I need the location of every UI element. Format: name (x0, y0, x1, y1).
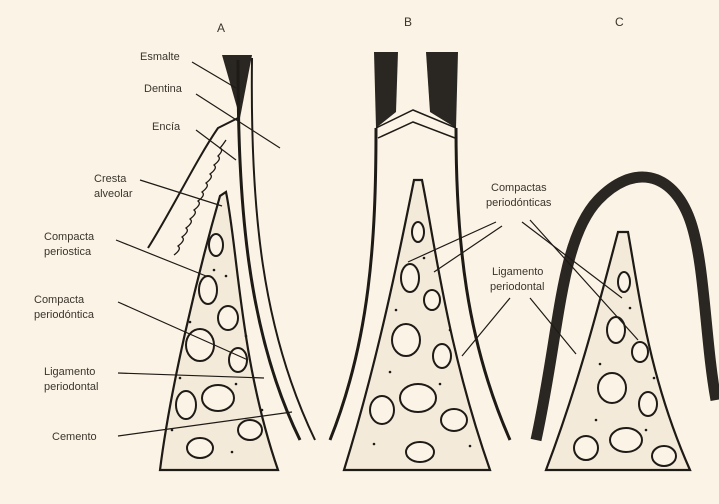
marrow-space (400, 384, 436, 412)
stipple-dot (189, 321, 192, 324)
panel-b-enamel-right (426, 52, 458, 128)
leader-compacta-periostica (116, 240, 206, 276)
label-compactas-line2: periodónticas (486, 197, 552, 209)
label-ligamento-center-line1: Ligamento (492, 266, 543, 278)
stipple-dot (261, 409, 264, 412)
label-encia: Encía (152, 121, 181, 133)
marrow-space (632, 342, 648, 362)
marrow-space (406, 442, 434, 462)
label-compactas-line1: Compactas (491, 182, 547, 194)
panel-b-drawing (330, 52, 510, 470)
marrow-space (370, 396, 394, 424)
stipple-dot (439, 383, 442, 386)
marrow-space (209, 234, 223, 256)
label-ligamento-a-line1: Ligamento (44, 366, 95, 378)
marrow-space (176, 391, 196, 419)
label-compacta-periodontica-line2: periodóntica (34, 309, 95, 321)
label-cresta-line2: alveolar (94, 188, 133, 200)
stipple-dot (245, 335, 248, 338)
panel-b-enamel-left (374, 52, 398, 128)
stipple-dot (179, 377, 182, 380)
panel-label-a: A (217, 21, 225, 35)
panel-a-root-surface (252, 58, 315, 440)
marrow-space (238, 420, 262, 440)
stipple-dot (423, 257, 426, 260)
label-compacta-periostica-line1: Compacta (44, 231, 95, 243)
stipple-dot (595, 419, 598, 422)
stipple-dot (653, 377, 656, 380)
marrow-space (610, 428, 642, 452)
panel-label-c: C (615, 15, 624, 29)
marrow-space (392, 324, 420, 356)
label-ligamento-a-line2: periodontal (44, 381, 98, 393)
marrow-space (412, 222, 424, 242)
stipple-dot (449, 329, 452, 332)
marrow-space (433, 344, 451, 368)
leader-cresta-alveolar (140, 180, 222, 206)
stipple-dot (235, 383, 238, 386)
stipple-dot (645, 429, 648, 432)
marrow-space (574, 436, 598, 460)
marrow-space (199, 276, 217, 304)
marrow-space (424, 290, 440, 310)
marrow-space (229, 348, 247, 372)
label-cresta-line1: Cresta (94, 173, 127, 185)
marrow-space (218, 306, 238, 330)
label-cemento: Cemento (52, 431, 97, 443)
marrow-space (639, 392, 657, 416)
marrow-space (607, 317, 625, 343)
marrow-space (652, 446, 676, 466)
marrow-space (441, 409, 467, 431)
marrow-space (598, 373, 626, 403)
panel-c-drawing (536, 177, 716, 470)
stipple-dot (629, 307, 632, 310)
marrow-space (618, 272, 630, 292)
stipple-dot (469, 445, 472, 448)
stipple-dot (225, 275, 228, 278)
marrow-space (401, 264, 419, 292)
stipple-dot (373, 443, 376, 446)
label-ligamento-center-line2: periodontal (490, 281, 544, 293)
marrow-space (202, 385, 234, 411)
label-compacta-periodontica-line1: Compacta (34, 294, 85, 306)
stipple-dot (213, 269, 216, 272)
label-compacta-periostica-line2: periostica (44, 246, 92, 258)
stipple-dot (231, 451, 234, 454)
panel-label-b: B (404, 15, 412, 29)
marrow-space (187, 438, 213, 458)
label-esmalte: Esmalte (140, 51, 180, 63)
label-dentina: Dentina (144, 83, 183, 95)
stipple-dot (395, 309, 398, 312)
stipple-dot (389, 371, 392, 374)
stipple-dot (599, 363, 602, 366)
